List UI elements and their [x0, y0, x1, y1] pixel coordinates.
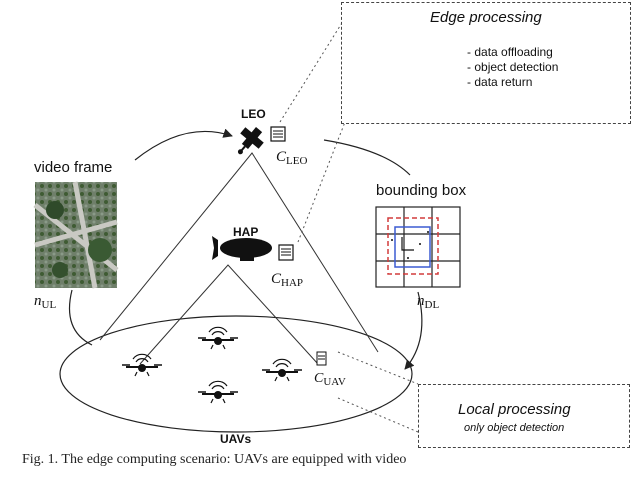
edge-item-return: - data return [467, 75, 533, 89]
uav-local-dotted-line-2 [337, 397, 419, 433]
leo-label: LEO [241, 107, 266, 121]
drone-icon [122, 353, 162, 377]
downlink-arrow [404, 291, 423, 370]
n-dl-label: nDL [417, 293, 440, 311]
bounding-box-image [375, 206, 461, 288]
edge-item-offloading: - data offloading [467, 45, 553, 59]
local-processing-box [418, 384, 630, 448]
c-hap-label: CHAP [271, 271, 304, 289]
video-frame-label: video frame [34, 159, 113, 176]
drone-icon [198, 380, 238, 404]
leo-coverage-cone [99, 152, 379, 353]
figure-caption: Fig. 1. The edge computing scenario: UAV… [22, 452, 407, 467]
uplink-arrow [134, 128, 233, 161]
server-icon-uav [316, 351, 327, 366]
downlink-arc-top [323, 139, 411, 176]
leo-edge-dotted-line [279, 17, 346, 123]
hap-label: HAP [233, 225, 259, 239]
drone-icon [198, 326, 238, 350]
bounding-box-label: bounding box [376, 182, 467, 199]
hap-edge-dotted-line [297, 121, 346, 243]
uplink-arc [68, 289, 93, 346]
edge-processing-title: Edge processing [430, 9, 542, 26]
local-processing-subtitle: only object detection [464, 422, 565, 434]
uavs-label: UAVs [220, 432, 252, 446]
c-leo-label: CLEO [276, 149, 308, 167]
satellite-icon [237, 127, 264, 155]
airship-icon [212, 236, 272, 261]
hap-coverage-cone [139, 264, 319, 365]
edge-processing-list: - data offloading - object detection - d… [467, 45, 558, 90]
local-processing-title: Local processing [458, 401, 571, 418]
uav-local-dotted-line-1 [337, 351, 419, 385]
server-icon-hap [278, 244, 294, 261]
video-frame-image [33, 181, 119, 289]
drone-icon [262, 358, 302, 382]
edge-item-detection: - object detection [467, 60, 559, 74]
edge-processing-box [341, 2, 631, 124]
c-uav-label: CUAV [314, 371, 346, 388]
n-ul-label: nUL [34, 293, 57, 311]
server-icon-leo [270, 126, 286, 142]
uav-ellipse [59, 315, 413, 433]
